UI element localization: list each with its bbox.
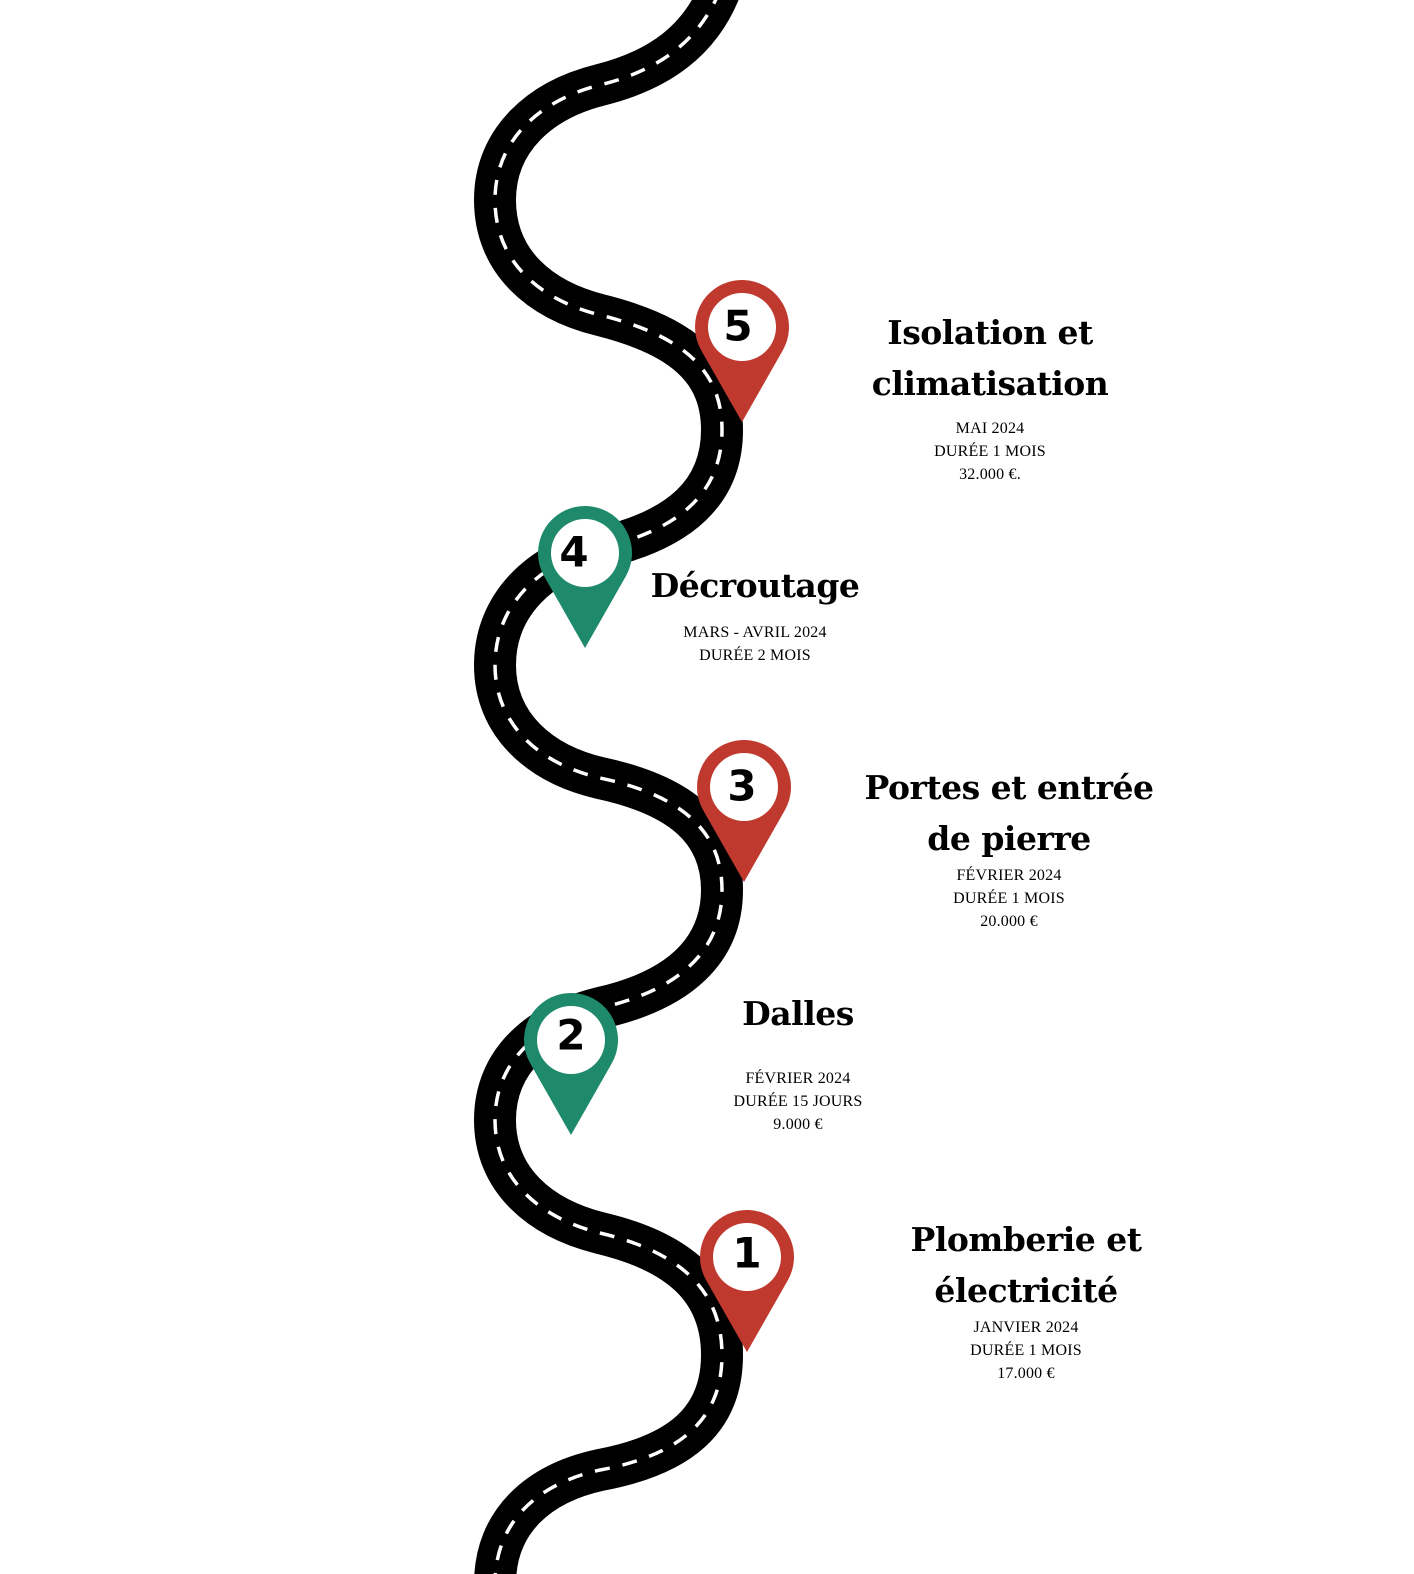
pin-number-5: 5 [723,302,752,351]
step-duration: DURÉE 2 MOIS [699,647,811,664]
step-cost: 20.000 € [980,913,1038,930]
pin-number-4: 4 [559,528,588,577]
step-cost: 17.000 € [997,1365,1055,1382]
step-date: FÉVRIER 2024 [956,867,1062,884]
pin-number-3: 3 [727,762,756,811]
map-pin-step-5: 5 [695,279,789,422]
step-title: Décroutage [620,560,890,611]
step-title-line-2: climatisation [871,364,1109,403]
step-title-line-2: de pierre [927,819,1091,858]
step-2-label: Dalles FÉVRIER 2024 DURÉE 15 JOURS 9.000… [680,988,916,1136]
step-date: JANVIER 2024 [973,1319,1079,1336]
step-title-line-1: Portes et entrée [864,768,1154,807]
step-3-label: Portes et entrée de pierre FÉVRIER 2024 … [856,762,1162,933]
road-surface [495,0,722,1574]
step-5-label: Isolation et climatisation MAI 2024 DURÉ… [840,307,1140,486]
step-duration: DURÉE 15 JOURS [733,1093,863,1110]
pin-number-1: 1 [732,1229,761,1278]
step-title-line-2: électricité [934,1271,1118,1310]
step-title-line-1: Dalles [742,994,854,1033]
map-pin-step-4: 4 [538,505,632,648]
map-pin-step-1: 1 [700,1209,794,1352]
step-title: Isolation et climatisation [840,307,1140,409]
step-title: Portes et entrée de pierre [856,762,1162,864]
step-title-line-1: Décroutage [650,566,860,605]
step-1-label: Plomberie et électricité JANVIER 2024 DU… [886,1214,1166,1385]
pin-number-2: 2 [556,1011,585,1060]
step-date: FÉVRIER 2024 [745,1070,851,1087]
step-title: Dalles [680,988,916,1039]
step-cost: 32.000 €. [959,466,1021,483]
step-date: MARS - AVRIL 2024 [683,624,827,641]
map-pin-step-2: 2 [524,992,618,1135]
step-title-line-1: Plomberie et [910,1220,1143,1259]
step-duration: DURÉE 1 MOIS [934,443,1046,460]
step-date: MAI 2024 [955,420,1025,437]
step-cost: 9.000 € [773,1116,823,1133]
map-pin-step-3: 3 [697,739,791,882]
step-duration: DURÉE 1 MOIS [953,890,1065,907]
step-title-line-1: Isolation et [887,313,1093,352]
step-title: Plomberie et électricité [886,1214,1166,1316]
step-duration: DURÉE 1 MOIS [970,1342,1082,1359]
step-4-label: Décroutage MARS - AVRIL 2024 DURÉE 2 MOI… [620,560,890,667]
